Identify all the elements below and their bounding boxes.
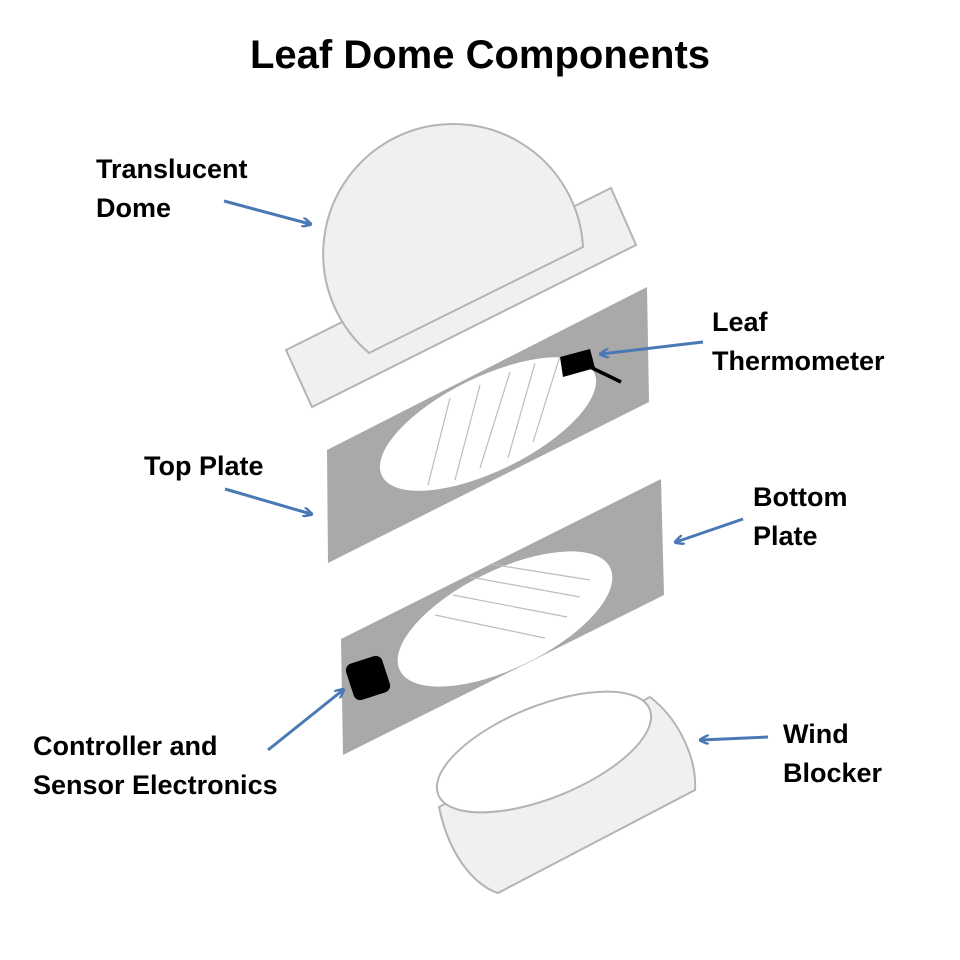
arrow-wind-blocker: [701, 737, 769, 740]
label-translucent-dome: Translucent Dome: [96, 154, 248, 223]
bottom-plate-opening: [397, 551, 613, 687]
bottom-plate-leaf-lines: [434, 563, 591, 639]
wind-blocker: [435, 690, 697, 895]
translucent-dome: [284, 122, 638, 409]
label-controller-electronics: Controller and Sensor Electronics: [33, 731, 278, 800]
diagram-title: Leaf Dome Components: [249, 33, 711, 77]
wind-blocker-rim: [435, 690, 653, 814]
top-plate-leaf-lines: [427, 355, 561, 486]
leaf-thermometer-sensor: [560, 349, 595, 377]
arrow-translucent-dome: [223, 199, 310, 224]
bottom-plate: [341, 479, 664, 755]
label-wind-blocker: Wind Blocker: [783, 719, 883, 788]
arrow-leaf-thermometer: [601, 340, 704, 354]
label-top-plate: Top Plate: [144, 451, 264, 481]
dome-shell: [322, 122, 585, 355]
label-leaf-thermometer: Leaf Thermometer: [712, 307, 885, 376]
top-plate: [327, 287, 649, 563]
label-bottom-plate: Bottom Plate: [753, 482, 848, 551]
leader-arrows: [223, 199, 769, 752]
leaf-thermometer-probe: [587, 364, 622, 384]
top-plate-opening: [379, 357, 597, 491]
arrow-controller: [267, 690, 343, 752]
arrow-bottom-plate: [676, 517, 744, 542]
controller-electronics-box: [345, 655, 391, 701]
arrow-top-plate: [224, 487, 311, 514]
